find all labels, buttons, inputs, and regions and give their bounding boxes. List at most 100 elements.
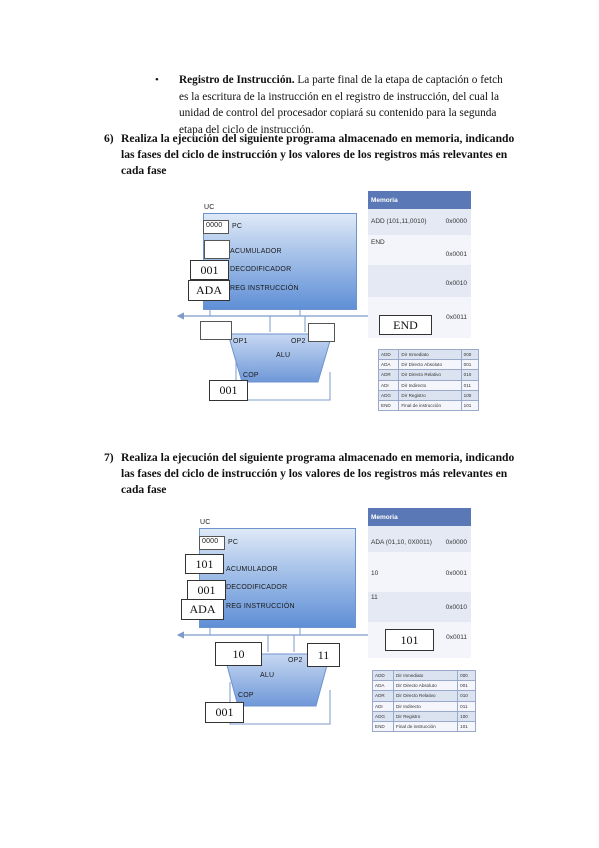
memory-content: 10 xyxy=(371,570,379,577)
mode-bits: 001 xyxy=(457,680,476,692)
instruction-register-box: ADA xyxy=(181,599,224,620)
mode-desc: Dir Directo Relativo xyxy=(393,690,459,702)
question-7: 7) Realiza la ejecución del siguiente pr… xyxy=(104,450,524,498)
mode-desc: Dir Inmediato xyxy=(393,669,459,682)
op1-box xyxy=(200,321,232,340)
pc-label: PC xyxy=(232,223,243,230)
bullet-dot-icon: • xyxy=(155,74,159,86)
memory-title: Memoria xyxy=(368,508,471,526)
memory-row: 0x0010 xyxy=(368,265,471,297)
memory-address: 0x0010 xyxy=(445,280,467,287)
memory-address: 0x0010 xyxy=(445,604,467,611)
memory-row: ADD (101,11,0010) 0x0000 xyxy=(368,209,471,235)
memory-address: 0x0011 xyxy=(446,634,467,641)
mode-code: ADG xyxy=(371,710,395,722)
accumulator-label: ACUMULADOR xyxy=(226,566,278,573)
memory-row: END 0x0001 xyxy=(368,235,471,265)
bullet-bold-term: Registro de Instrucción. xyxy=(179,74,295,86)
pc-box xyxy=(203,220,229,234)
memory-data-box: 101 xyxy=(385,629,434,651)
mode-bits: 101 xyxy=(457,720,476,733)
decoder-box: 001 xyxy=(190,260,229,280)
question-number: 6) xyxy=(104,132,114,145)
mode-code: ADD xyxy=(371,669,395,682)
memory-address: 0x0000 xyxy=(445,218,467,225)
question-text: Realiza la ejecución del siguiente progr… xyxy=(121,132,515,177)
op2-box xyxy=(308,323,335,342)
instruction-register-box: ADA xyxy=(188,280,230,301)
question-text: Realiza la ejecución del siguiente progr… xyxy=(121,451,515,496)
pc-value: 0000 xyxy=(202,538,219,545)
op2-label: OP2 xyxy=(288,657,303,664)
memory-address: 0x0011 xyxy=(446,314,467,321)
uc-block xyxy=(199,528,356,628)
pc-box xyxy=(199,536,225,550)
accumulator-box: 101 xyxy=(185,554,224,574)
cop-label: COP xyxy=(243,372,259,379)
uc-label: UC xyxy=(200,519,211,526)
alu-shape xyxy=(223,653,331,707)
bullet-text: Registro de Instrucción. La parte final … xyxy=(179,72,509,138)
memory-content: ADD (101,11,0010) xyxy=(371,218,427,225)
mode-code: ADA xyxy=(371,680,395,692)
memory-content: ADA (01,10, 0X0011) xyxy=(371,539,432,546)
question-6: 6) Realiza la ejecución del siguiente pr… xyxy=(104,131,524,179)
memory-table: Memoria ADD (101,11,0010) 0x0000 END 0x0… xyxy=(368,191,471,338)
mode-bits: 100 xyxy=(457,710,476,722)
decoder-box: 001 xyxy=(187,580,226,600)
mode-desc: Dir Directo Absoluto xyxy=(393,680,459,692)
question-number: 7) xyxy=(104,451,114,464)
op2-label: OP2 xyxy=(291,338,306,345)
memory-content: END xyxy=(371,239,385,246)
cop-label: COP xyxy=(238,692,254,699)
memory-address: 0x0001 xyxy=(445,570,467,577)
instruction-register-label: REG INSTRUCCIÓN xyxy=(230,285,299,292)
pc-value: 0000 xyxy=(206,222,223,229)
memory-data-box: END xyxy=(379,315,432,335)
mode-code: END xyxy=(377,399,400,412)
accumulator-box xyxy=(204,240,230,259)
memory-table: Memoria ADA (01,10, 0X0011) 0x0000 10 0x… xyxy=(368,508,471,658)
decoder-label: DECODIFICADOR xyxy=(226,584,288,591)
memory-row: 11 0x0010 xyxy=(368,592,471,622)
alu-label: ALU xyxy=(276,352,291,359)
mode-code: ADI xyxy=(371,700,395,712)
bullet-paragraph: • Registro de Instrucción. La parte fina… xyxy=(155,72,509,138)
mode-code: ADR xyxy=(371,690,395,702)
pc-label: PC xyxy=(228,539,239,546)
memory-row: 10 0x0001 xyxy=(368,552,471,592)
instruction-register-label: REG INSTRUCCIÓN xyxy=(226,603,295,610)
mode-desc: Dir Registro xyxy=(393,710,459,722)
bullet-body: La parte final de la etapa de captación … xyxy=(179,74,503,136)
mode-desc: Final de instrucción xyxy=(393,720,459,733)
op2-box: 11 xyxy=(307,643,340,667)
mode-desc: Dir Indirecto xyxy=(393,700,459,712)
mode-code: END xyxy=(371,720,395,733)
mode-bits: 000 xyxy=(457,669,476,682)
mode-bits: 011 xyxy=(457,700,476,712)
memory-address: 0x0001 xyxy=(445,251,467,258)
cop-box: 001 xyxy=(209,380,248,401)
decoder-label: DECODIFICADOR xyxy=(230,266,292,273)
op1-label: OP1 xyxy=(233,338,248,345)
uc-label: UC xyxy=(204,204,215,211)
cop-box: 001 xyxy=(205,702,244,723)
alu-shape xyxy=(227,333,333,383)
accumulator-label: ACUMULADOR xyxy=(230,248,282,255)
op1-box: 10 xyxy=(215,642,262,666)
memory-row: ADA (01,10, 0X0011) 0x0000 xyxy=(368,526,471,552)
memory-title: Memoria xyxy=(368,191,471,209)
memory-address: 0x0000 xyxy=(445,539,467,546)
